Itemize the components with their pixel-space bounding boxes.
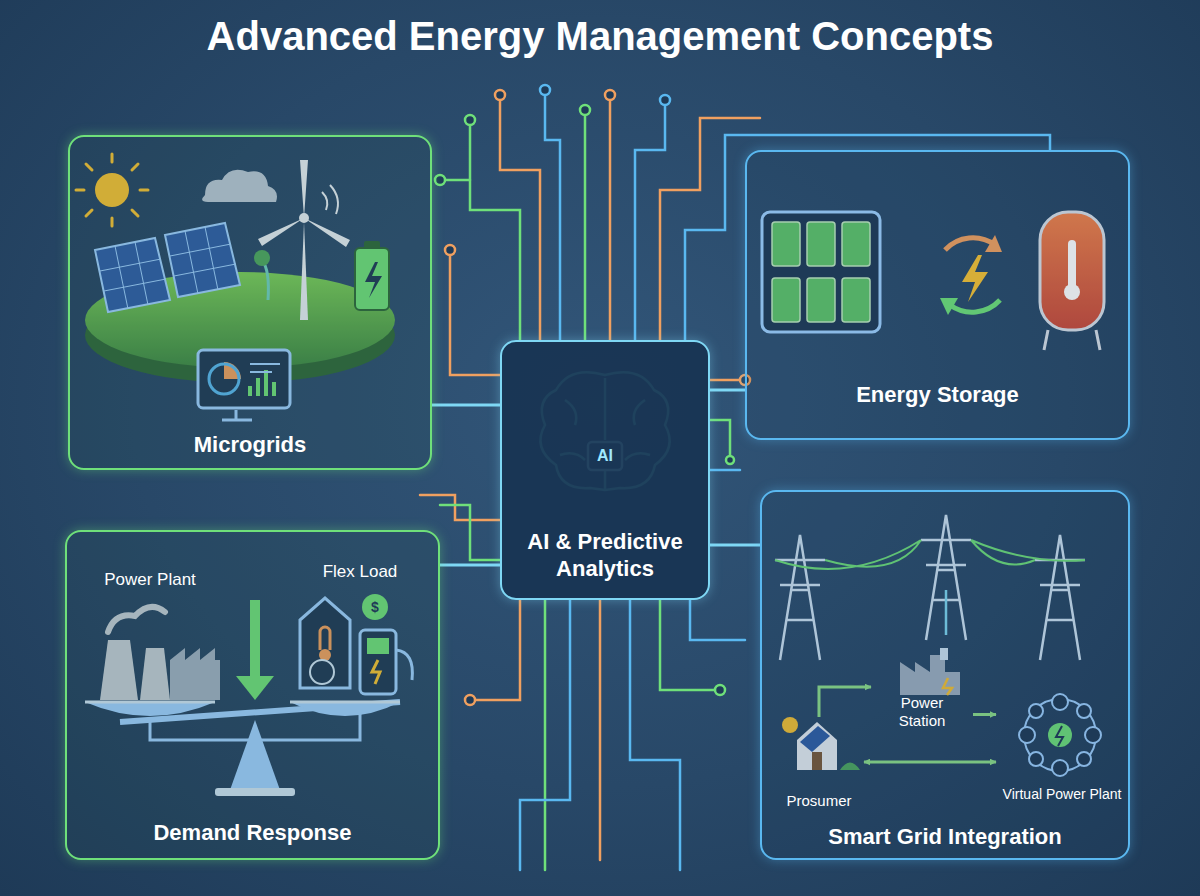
node-label: Microgrids bbox=[194, 432, 306, 458]
connector bbox=[710, 389, 745, 392]
panel: Smart Grid Integration Power StationProsu… bbox=[760, 490, 1130, 860]
grid-node: Prosumer bbox=[774, 717, 864, 812]
core-box: AI & Predictive Analytics bbox=[500, 340, 710, 600]
panel: Energy Storage bbox=[745, 150, 1130, 440]
node-label: Demand Response bbox=[153, 820, 351, 846]
diagram-title: Advanced Energy Management Concepts bbox=[0, 14, 1200, 59]
grid-node: Power Station bbox=[871, 642, 973, 732]
node-label: AI & Predictive Analytics bbox=[508, 529, 702, 582]
text-label: AI bbox=[597, 447, 613, 465]
text-label: Power Plant bbox=[104, 570, 196, 590]
connector bbox=[710, 544, 760, 547]
connector bbox=[440, 564, 500, 567]
panel: Microgrids bbox=[68, 135, 432, 470]
text-label: Flex Load bbox=[323, 562, 398, 582]
node-label: Power Station bbox=[877, 694, 967, 730]
node-label: Virtual Power Plant bbox=[1003, 786, 1122, 803]
grid-node: Virtual Power Plant bbox=[996, 697, 1128, 807]
node-label: Smart Grid Integration bbox=[828, 824, 1061, 850]
text-label: $ bbox=[371, 599, 379, 615]
node-label: Energy Storage bbox=[856, 382, 1019, 408]
node-label: Prosumer bbox=[786, 792, 851, 810]
connector bbox=[432, 404, 500, 407]
